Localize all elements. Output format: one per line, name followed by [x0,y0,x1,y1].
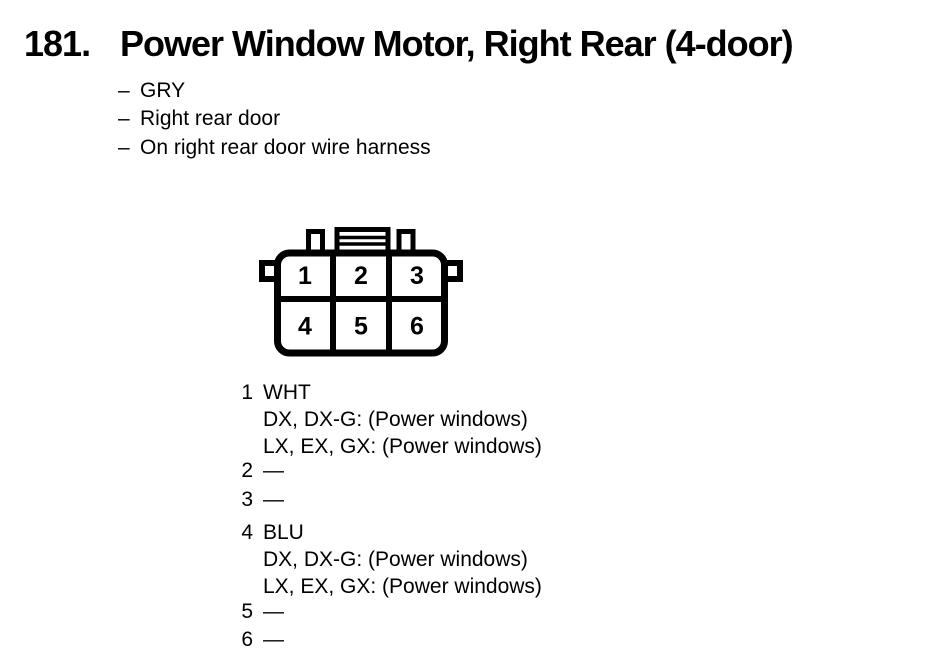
pin-cell-label: 4 [298,313,312,341]
wire-color: BLU [263,521,304,544]
connector-ear-right-notch [443,266,457,276]
pin-row-5: 5 — [240,598,284,625]
connector-ear-left-notch [265,266,279,276]
wire-color: WHT [263,381,311,404]
dash-bullet: – [118,135,130,159]
pin-number: 6 [241,628,253,651]
pin-description: BLU DX, DX-G: (Power windows) LX, EX, GX… [263,519,542,600]
pin-row-2: 2 — [240,457,284,484]
dash-bullet: – [118,107,130,131]
detail-item-harness: –On right rear door wire harness [118,134,431,162]
pin-number: 5 [241,600,253,623]
detail-text: GRY [140,79,186,102]
no-wire-dash: — [263,488,284,511]
pin-description: WHT DX, DX-G: (Power windows) LX, EX, GX… [263,379,542,460]
pin-cell-label: 5 [354,313,368,341]
dash-bullet: – [118,79,130,102]
trim-note: DX, DX-G: (Power windows) [263,548,528,571]
no-wire-dash: — [263,600,284,623]
item-number: 181. [24,23,91,64]
pin-number: 3 [241,488,253,511]
no-wire-dash: — [263,459,284,482]
trim-note: LX, EX, GX: (Power windows) [263,575,542,598]
pin-number: 4 [241,521,253,544]
pin-cell-label: 1 [298,262,312,290]
detail-item-location: –Right rear door [118,105,431,133]
connector-body [274,249,448,357]
detail-item-color: –GRY [118,77,431,105]
pin-number: 2 [241,459,253,482]
pin-number: 1 [241,381,253,404]
trim-note: DX, DX-G: (Power windows) [263,408,528,431]
pin-row-6: 6 — [240,626,284,653]
pin-cell-label: 2 [354,262,368,290]
detail-list: –GRY –Right rear door –On right rear doo… [118,77,431,162]
pin-description: — [263,598,284,625]
no-wire-dash: — [263,628,284,651]
pin-row-4: 4 BLU DX, DX-G: (Power windows) LX, EX, … [240,519,542,600]
pin-cell-label: 6 [410,313,424,341]
pin-description: — [263,457,284,484]
pin-row-1: 1 WHT DX, DX-G: (Power windows) LX, EX, … [240,379,542,460]
pin-row-3: 3 — [240,486,284,513]
detail-text: On right rear door wire harness [140,135,431,159]
pin-description: — [263,626,284,653]
pin-cell-label: 3 [410,262,424,290]
detail-text: Right rear door [140,107,281,131]
trim-note: LX, EX, GX: (Power windows) [263,435,542,458]
connector-diagram: 1 2 3 4 5 6 [259,227,463,357]
pin-description: — [263,486,284,513]
page-title: Power Window Motor, Right Rear (4-door) [120,23,794,64]
